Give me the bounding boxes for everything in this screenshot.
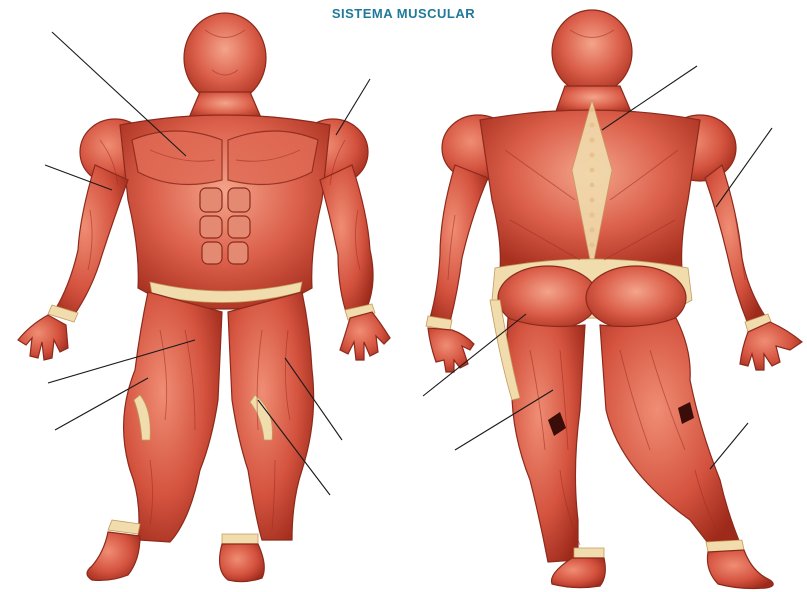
back-right-leg xyxy=(600,318,742,548)
front-left-foot xyxy=(87,532,140,580)
back-left-foot xyxy=(551,558,605,588)
front-left-hand xyxy=(18,315,68,360)
back-right-foot xyxy=(707,550,773,589)
back-figure xyxy=(426,10,802,589)
back-left-leg xyxy=(507,318,585,562)
front-head xyxy=(184,13,266,103)
front-right-ankle-band xyxy=(222,534,258,544)
leader-line-back-gastrocnemius xyxy=(710,423,748,469)
back-left-arm xyxy=(430,165,488,322)
back-left-hand xyxy=(428,328,474,372)
back-left-ankle-band xyxy=(574,548,604,558)
front-right-arm xyxy=(320,165,373,318)
front-right-foot xyxy=(220,544,265,582)
front-left-ankle-band xyxy=(108,520,140,534)
front-right-leg xyxy=(228,292,314,540)
back-right-arm xyxy=(705,165,765,324)
front-figure xyxy=(18,13,390,582)
front-left-leg xyxy=(124,292,222,542)
back-head xyxy=(552,10,632,94)
